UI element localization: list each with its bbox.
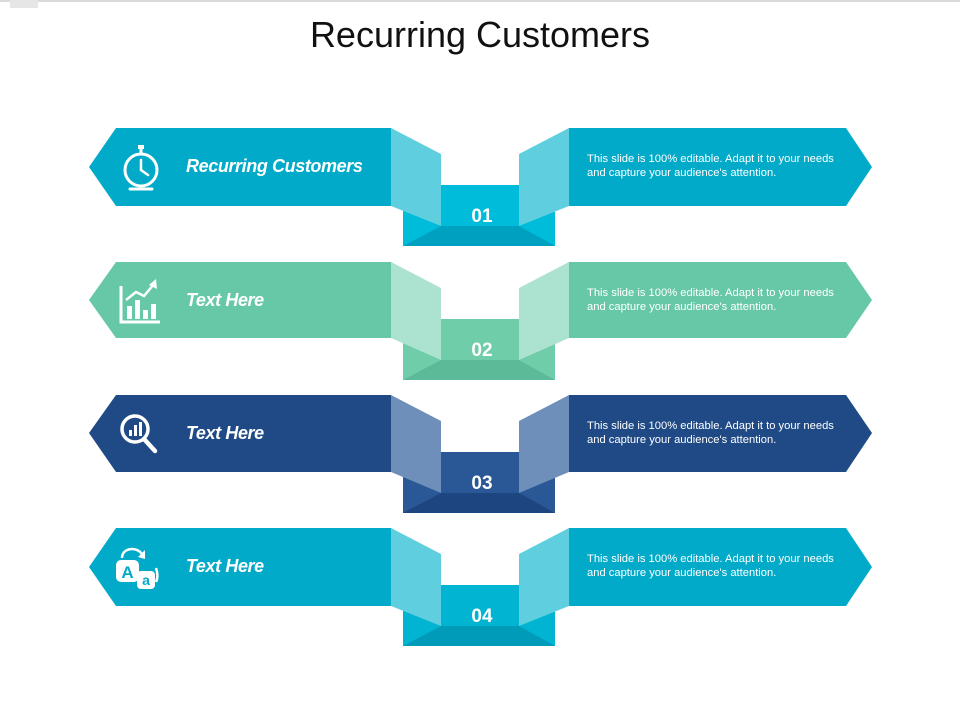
svg-text:a: a [142,572,150,588]
step-description: This slide is 100% editable. Adapt it to… [587,420,834,446]
step-label: Text Here [186,290,264,310]
step-row-1: Recurring Customers This slide is 100% e… [0,128,960,248]
step-number: 02 [471,340,493,361]
left-fold [391,262,441,360]
right-banner [569,262,872,338]
left-banner [89,395,391,472]
left-banner [89,262,391,338]
step-description: This slide is 100% editable. Adapt it to… [587,287,834,313]
number-box-fold-shadow [403,493,555,513]
right-banner [569,528,872,606]
step-description: This slide is 100% editable. Adapt it to… [587,553,834,579]
ribbon-shapes-1 [89,128,872,246]
number-box-fold-shadow [403,226,555,246]
right-banner [569,128,872,206]
slide-top-border [0,0,960,2]
slide-corner-tab [10,0,38,8]
growth-chart-icon [119,279,160,324]
svg-text:A: A [121,563,133,582]
slide-title: Recurring Customers [309,14,651,55]
right-fold [519,262,569,360]
ribbon-shapes-4 [89,528,872,646]
step-number: 03 [471,473,493,494]
step-number: 04 [471,606,493,627]
step-row-4: A a Text Here This slide is 100% editabl… [0,528,960,648]
step-row-2: Text Here This slide is 100% editable. A… [0,262,960,382]
magnifier-chart-icon [120,414,158,454]
ribbon-shapes-2 [89,262,872,380]
step-number: 01 [471,206,493,227]
step-label: Text Here [186,423,264,443]
step-label: Recurring Customers [186,156,363,176]
left-fold [391,128,441,226]
right-fold [519,395,569,493]
number-box-fold-shadow [403,360,555,380]
right-fold [519,528,569,626]
step-description: This slide is 100% editable. Adapt it to… [587,153,834,179]
left-fold [391,395,441,493]
number-box-fold-shadow [403,626,555,646]
right-fold [519,128,569,226]
left-banner [89,128,391,206]
left-fold [391,528,441,626]
stopwatch-icon [123,145,159,191]
step-label: Text Here [186,556,264,576]
step-row-3: Text Here This slide is 100% editable. A… [0,395,960,515]
ribbon-shapes-3 [89,395,872,513]
right-banner [569,395,872,472]
left-banner [89,528,391,606]
translate-icon: A a [116,547,159,589]
